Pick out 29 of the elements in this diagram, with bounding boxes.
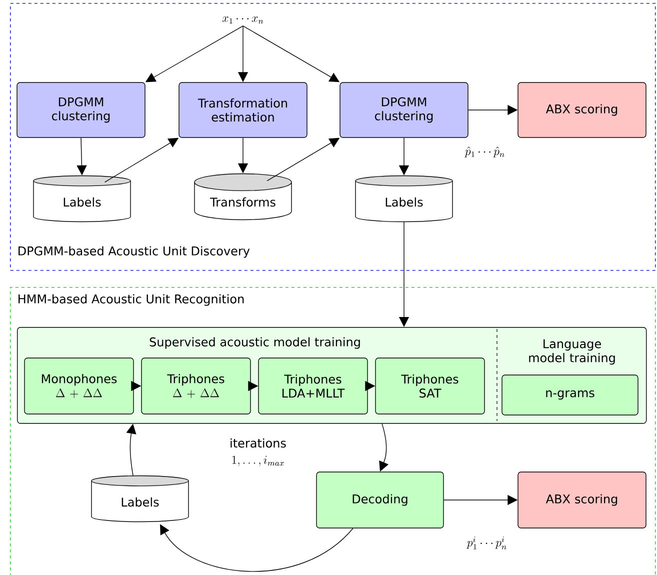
database-cylinder: Labels [33,175,131,222]
database-cylinder: Transforms [194,173,292,220]
database-cylinder: Labels [355,175,453,222]
frame-title: HMM-based Acoustic Unit Recognition [18,294,244,306]
annotation-text: $1, \ldots, i_{max}$ [232,456,284,466]
arrow [160,524,354,572]
input-label: $x_1 \cdots x_n$ [222,16,264,24]
process-box: Monophones $\Delta + \Delta\Delta$ [24,358,134,414]
process-box: DPGMM clustering [340,82,468,138]
process-box: Transformation estimation [178,82,308,138]
process-box: DPGMM clustering [16,82,146,138]
process-box: n-grams [502,374,638,416]
edge-label: $p^i_1 \cdots p^i_n$ [466,536,508,550]
process-box: ABX scoring [518,82,646,138]
node-label: Labels [64,197,101,207]
annotation-text: iterations [230,438,286,448]
node-label: Labels [122,497,159,507]
process-box: Decoding [316,472,444,528]
process-box: Triphones SAT [375,358,485,414]
node-label: Transforms [210,197,276,207]
panel-heading: Supervised acoustic model training [150,337,360,349]
edge-label: $\hat{p}_1 \cdots \hat{p}_n$ [464,146,506,158]
database-cylinder: Labels [91,475,189,522]
panel-heading: Language model training [529,339,615,365]
frame-title: DPGMM-based Acoustic Unit Discovery [18,246,250,258]
process-box: Triphones $\Delta + \Delta\Delta$ [141,358,251,414]
node-label: Labels [386,197,423,207]
process-box: ABX scoring [518,472,646,528]
process-box: Triphones LDA+MLLT [258,358,368,414]
